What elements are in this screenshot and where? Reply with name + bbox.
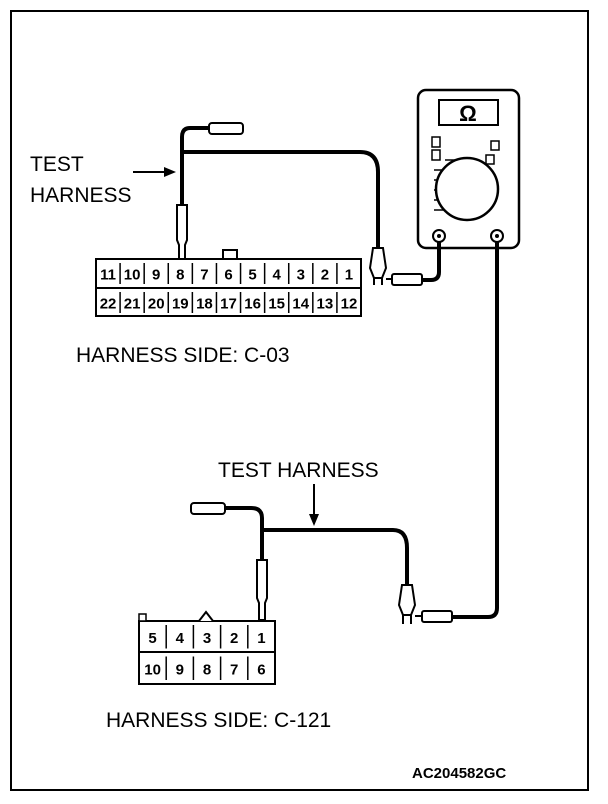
c121-pin-1: 1	[257, 630, 265, 647]
c03-pin-18: 18	[196, 296, 213, 313]
c121-pin-4: 4	[176, 630, 185, 647]
meter-lead-v-ohm	[452, 242, 499, 619]
c03-pin-6: 6	[224, 267, 232, 284]
c03-pin-3: 3	[297, 267, 305, 284]
c03-pin-1: 1	[345, 267, 353, 284]
c03-pin-22: 22	[100, 296, 117, 313]
c03-pin-9: 9	[152, 267, 160, 284]
c03-pin-7: 7	[200, 267, 208, 284]
ohm-symbol: Ω	[459, 101, 477, 126]
c121-pin-9: 9	[176, 661, 184, 678]
connector-c03-lock-tab	[222, 249, 238, 260]
diagram-border	[10, 10, 589, 791]
test-harness-bottom	[190, 502, 453, 628]
harness-side-c121-label: HARNESS SIDE: C-121	[106, 709, 331, 732]
c121-pin-7: 7	[230, 661, 238, 678]
figure-code: AC204582GC	[412, 765, 506, 782]
connector-c121-key-left	[138, 613, 147, 622]
c03-pin-2: 2	[321, 267, 329, 284]
test-harness-top-arrow	[133, 167, 176, 177]
c03-pin-21: 21	[124, 296, 141, 313]
test-harness-bottom-label: TEST HARNESS	[218, 459, 379, 482]
c121-pin-3: 3	[203, 630, 211, 647]
test-harness-top-label-line1: TEST	[30, 153, 84, 176]
c03-pin-20: 20	[148, 296, 165, 313]
c03-pin-8: 8	[176, 267, 184, 284]
connector-c121-lock-tab	[198, 610, 214, 622]
c03-pin-5: 5	[248, 267, 256, 284]
meter-dial	[434, 156, 500, 222]
test-harness-top	[176, 122, 423, 286]
c121-pin-6: 6	[257, 661, 265, 678]
c121-pin-5: 5	[148, 630, 156, 647]
c03-pin-11: 11	[100, 267, 116, 284]
test-harness-top-label-line2: HARNESS	[30, 184, 132, 207]
c03-pin-16: 16	[244, 296, 261, 313]
meter-display	[438, 99, 499, 126]
c03-pin-14: 14	[292, 296, 309, 313]
c03-pin-13: 13	[317, 296, 334, 313]
c03-pin-17: 17	[220, 296, 237, 313]
test-harness-bottom-arrow	[309, 484, 319, 526]
c03-pin-4: 4	[273, 267, 282, 284]
c121-pin-10: 10	[144, 661, 161, 678]
c03-pin-15: 15	[268, 296, 285, 313]
harness-side-c03-label: HARNESS SIDE: C-03	[76, 344, 290, 367]
c121-pin-8: 8	[203, 661, 211, 678]
c03-pin-19: 19	[172, 296, 189, 313]
meter-lead-com	[422, 242, 441, 282]
c03-pin-10: 10	[124, 267, 141, 284]
c03-pin-12: 12	[341, 296, 358, 313]
c121-pin-2: 2	[230, 630, 238, 647]
ohmmeter: Ω	[416, 88, 521, 250]
connector-c121: 5 4 3 2 1 10 9 8 7 6	[138, 610, 276, 685]
